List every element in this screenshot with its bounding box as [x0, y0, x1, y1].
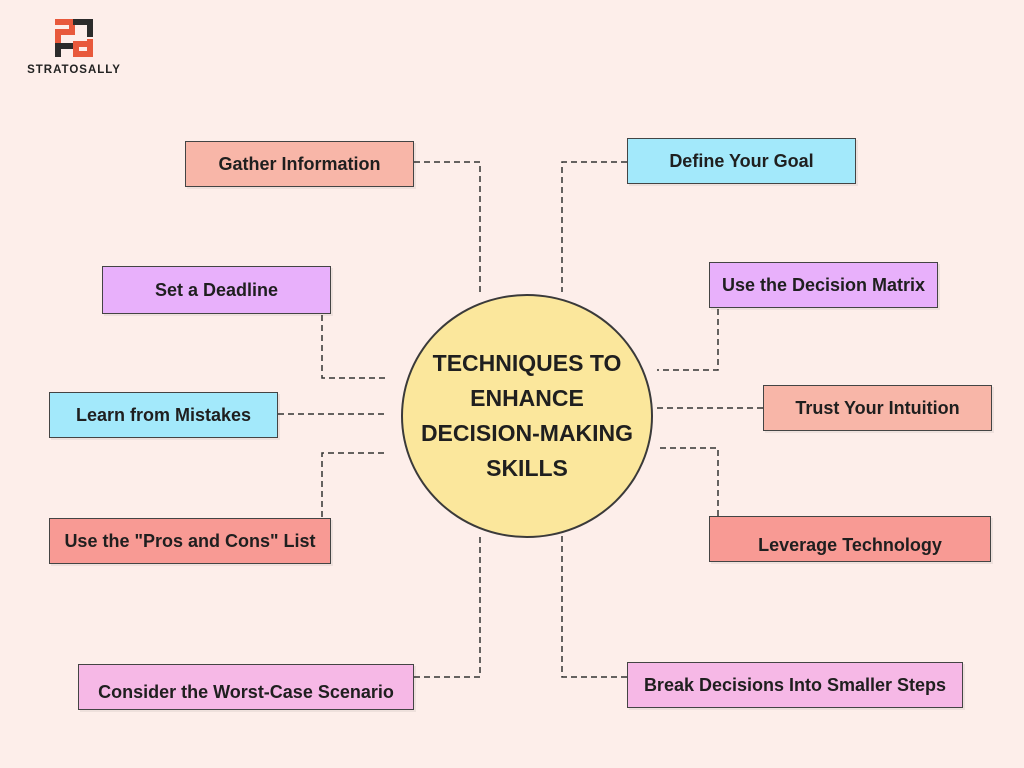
connector-define-your-goal [561, 161, 627, 292]
node-leverage-technology: Leverage Technology [709, 516, 991, 562]
connector-pros-and-cons [321, 452, 386, 517]
node-gather-information: Gather Information [185, 141, 414, 187]
node-define-your-goal: Define Your Goal [627, 138, 856, 184]
connector-leverage-technology [657, 447, 719, 516]
central-topic-line-4: SKILLS [486, 455, 568, 481]
stratosally-logo-icon [55, 19, 93, 57]
central-topic-line-3: DECISION-MAKING [420, 420, 634, 446]
node-consider-worst-case-scenario: Consider the Worst-Case Scenario [78, 664, 414, 710]
brand-name: STRATOSALLY [27, 64, 121, 76]
brand-logo: STRATOSALLY [24, 18, 124, 80]
node-break-decisions-into-smaller-steps: Break Decisions Into Smaller Steps [627, 662, 963, 708]
central-topic: TECHNIQUES TO ENHANCE DECISION-MAKING SK… [401, 294, 653, 538]
node-pros-and-cons-list: Use the "Pros and Cons" List [49, 518, 331, 564]
node-use-the-decision-matrix: Use the Decision Matrix [709, 262, 938, 308]
node-trust-your-intuition: Trust Your Intuition [763, 385, 992, 431]
central-topic-line-1: TECHNIQUES TO [432, 350, 622, 376]
connector-gather-information [414, 161, 481, 292]
connector-smaller-steps [561, 536, 627, 678]
connector-set-a-deadline [321, 315, 386, 379]
central-topic-line-2: ENHANCE [470, 385, 584, 411]
central-topic-title: TECHNIQUES TO ENHANCE DECISION-MAKING SK… [421, 346, 633, 486]
connector-use-the-decision-matrix [657, 309, 719, 371]
connector-worst-case [414, 536, 481, 678]
node-set-a-deadline: Set a Deadline [102, 266, 331, 314]
node-learn-from-mistakes: Learn from Mistakes [49, 392, 278, 438]
